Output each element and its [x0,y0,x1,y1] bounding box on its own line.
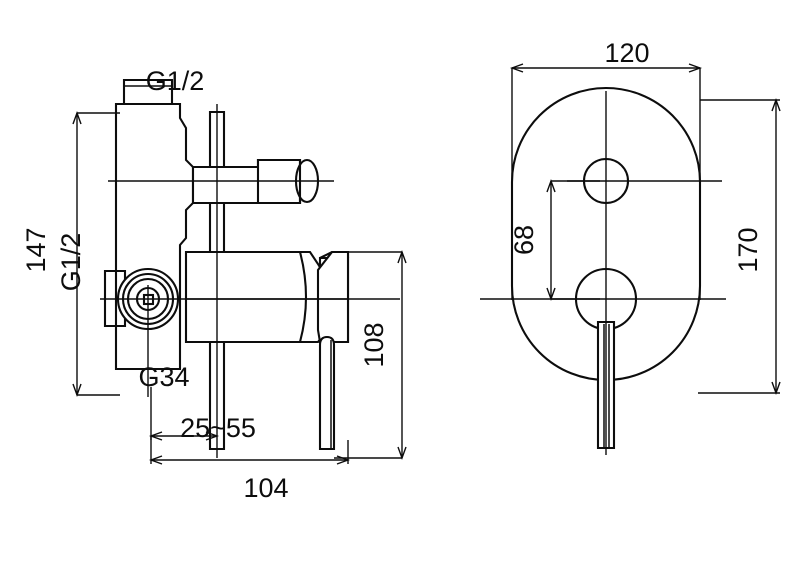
dimension-108-label: 108 [359,322,389,367]
dimension-108: 108 [334,249,407,461]
dimension-68: 68 [509,178,600,302]
dimension-147: 147 [21,110,120,398]
side-elevation-view: 147 G1/2 G1/2 G34 108 [21,66,407,503]
dimension-25-55: 25~55 [148,387,256,443]
dimension-104-label: 104 [243,473,288,503]
dimension-104: 104 [148,436,351,503]
dimension-170: 170 [698,97,781,396]
dimension-120: 120 [509,38,703,300]
mixer-cartridge-and-handle [184,250,350,451]
dimension-68-label: 68 [509,225,539,255]
front-faceplate-view: 120 170 68 [480,38,781,455]
top-inlet-nipple [122,78,174,104]
dimension-170-label: 170 [733,227,763,272]
label-left-thread: G1/2 [56,233,86,292]
label-top-thread: G1/2 [146,66,205,96]
dimension-147-label: 147 [21,227,51,272]
dimension-120-label: 120 [604,38,649,68]
dimension-25-55-label: 25~55 [180,413,256,443]
label-bottom-thread: G34 [138,362,189,392]
